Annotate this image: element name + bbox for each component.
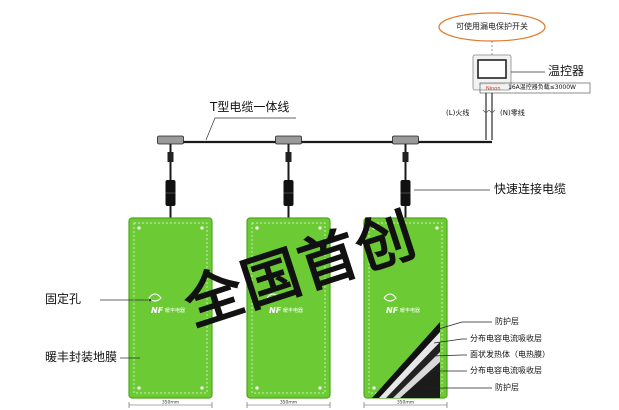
width-dimensions: 350mm 350mm 350mm xyxy=(128,400,448,408)
t-junction xyxy=(392,135,419,145)
logo-swirl xyxy=(383,293,397,302)
live-wire-label: (L)火线 xyxy=(446,109,470,117)
fixing-hole xyxy=(200,386,204,390)
logo-swirl xyxy=(148,293,162,302)
layer-leaders xyxy=(428,321,492,389)
layer-label-1: 防护层 xyxy=(495,317,519,326)
thermostat-brand: Ninon xyxy=(486,86,501,92)
logo-swirl xyxy=(266,293,280,302)
cable-clip xyxy=(285,152,292,162)
fixing-hole xyxy=(372,386,376,390)
fixing-hole xyxy=(372,226,376,230)
terminal-marks xyxy=(482,109,496,114)
panel-brand: 暖丰电器 xyxy=(283,307,303,314)
thermostat-label: 温控器 xyxy=(548,64,585,78)
t-junction xyxy=(275,135,302,145)
fixing-hole xyxy=(318,226,322,230)
cable-clip xyxy=(402,152,409,162)
fixing-hole xyxy=(255,226,259,230)
fixing-hole-label: 固定孔 xyxy=(45,292,82,306)
panel-logo: NF xyxy=(386,306,399,315)
fixing-hole xyxy=(137,226,141,230)
thermostat-device xyxy=(472,54,512,91)
neutral-wire-label: (N)零线 xyxy=(500,109,525,117)
fixing-hole xyxy=(200,226,204,230)
film-label: 暖丰封装地膜 xyxy=(45,350,118,364)
cable-label: T型电缆一体线 xyxy=(210,100,290,114)
dimension-text: 350mm xyxy=(397,400,414,406)
panel-logo: NF xyxy=(269,306,282,315)
fixing-hole xyxy=(137,386,141,390)
dimension-text: 350mm xyxy=(162,400,179,406)
panel-seal-line xyxy=(368,222,443,394)
thermostat-spec: 16A温控器负载≤3000W xyxy=(508,84,576,91)
cable-clip xyxy=(167,152,174,162)
layer-label-2: 分布电容电流吸收层 xyxy=(470,334,542,343)
breaker-note: 可使用漏电保护开关 xyxy=(456,22,528,31)
connector-label: 快速连接电缆 xyxy=(494,182,567,196)
panel-brand: 暖丰电器 xyxy=(165,307,185,314)
cable-label-leader xyxy=(205,117,296,141)
panel-brand: 暖丰电器 xyxy=(400,307,420,314)
t-junction xyxy=(157,135,184,145)
fixing-hole-dot xyxy=(148,298,152,302)
fixing-hole xyxy=(318,386,322,390)
thermostat-spec-box xyxy=(479,82,591,94)
layer-label-3: 面状发热体（电热膜） xyxy=(470,350,550,359)
layer-label-4: 分布电容电流吸收层 xyxy=(470,366,542,375)
fixing-hole xyxy=(435,226,439,230)
panel-seal-line xyxy=(251,222,326,394)
layer-label-5: 防护层 xyxy=(495,383,519,392)
dimension-text: 350mm xyxy=(280,400,297,406)
fixing-hole xyxy=(255,386,259,390)
film-panel xyxy=(246,217,331,399)
panel-seal-line xyxy=(133,222,208,394)
panel-logo: NF xyxy=(151,306,164,315)
film-panel xyxy=(128,217,213,399)
